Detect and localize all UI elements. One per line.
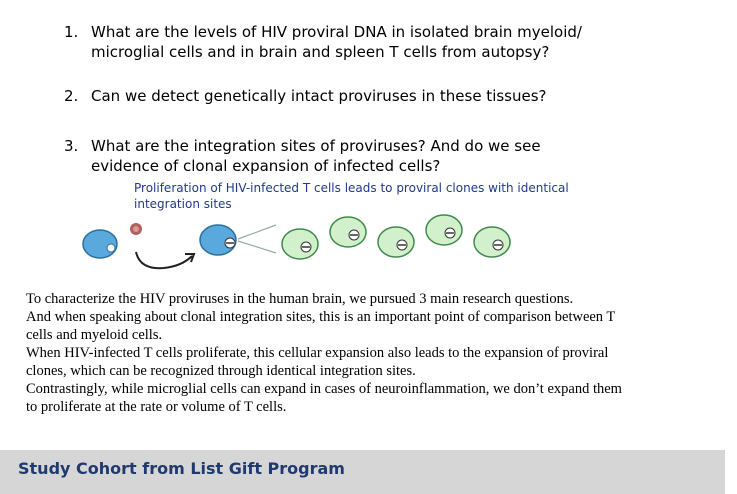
diagram-caption: Proliferation of HIV-infected T cells le…	[134, 181, 569, 211]
green-t-cell	[377, 226, 415, 258]
question-3: 3. What are the integration sites of pro…	[64, 136, 724, 176]
arrow-head-icon	[185, 253, 196, 263]
question-text: What are the levels of HIV proviral DNA …	[91, 23, 582, 61]
narration-line: When HIV-infected T cells proliferate, t…	[26, 345, 609, 379]
question-2: 2. Can we detect genetically intact prov…	[64, 86, 724, 106]
section-footer-bar: Study Cohort from List Gift Program	[0, 450, 725, 494]
branch-line	[237, 240, 277, 254]
question-number: 1.	[64, 23, 79, 41]
question-number: 3.	[64, 137, 79, 155]
green-t-cell	[281, 228, 319, 260]
narration-text: To characterize the HIV proviruses in th…	[26, 290, 626, 416]
question-number: 2.	[64, 87, 79, 105]
narration-line: To characterize the HIV proviruses in th…	[26, 291, 574, 307]
branch-line	[237, 224, 277, 240]
question-1: 1. What are the levels of HIV proviral D…	[64, 22, 724, 62]
virus-particle-icon	[130, 223, 142, 235]
curved-arrow-icon	[135, 251, 193, 270]
narration-line: Contrastingly, while microglial cells ca…	[26, 381, 622, 415]
green-t-cell	[425, 214, 463, 246]
question-text: Can we detect genetically intact proviru…	[91, 87, 547, 105]
blue-t-cell	[82, 229, 118, 259]
green-t-cell	[329, 216, 367, 248]
narration-line: And when speaking about clonal integrati…	[26, 309, 616, 343]
footer-title: Study Cohort from List Gift Program	[18, 459, 345, 478]
clonal-expansion-diagram	[82, 214, 511, 270]
clonal-green-cells	[281, 214, 511, 260]
green-t-cell	[473, 226, 511, 258]
infected-blue-t-cell	[199, 224, 237, 256]
question-text: What are the integration sites of provir…	[91, 137, 541, 175]
